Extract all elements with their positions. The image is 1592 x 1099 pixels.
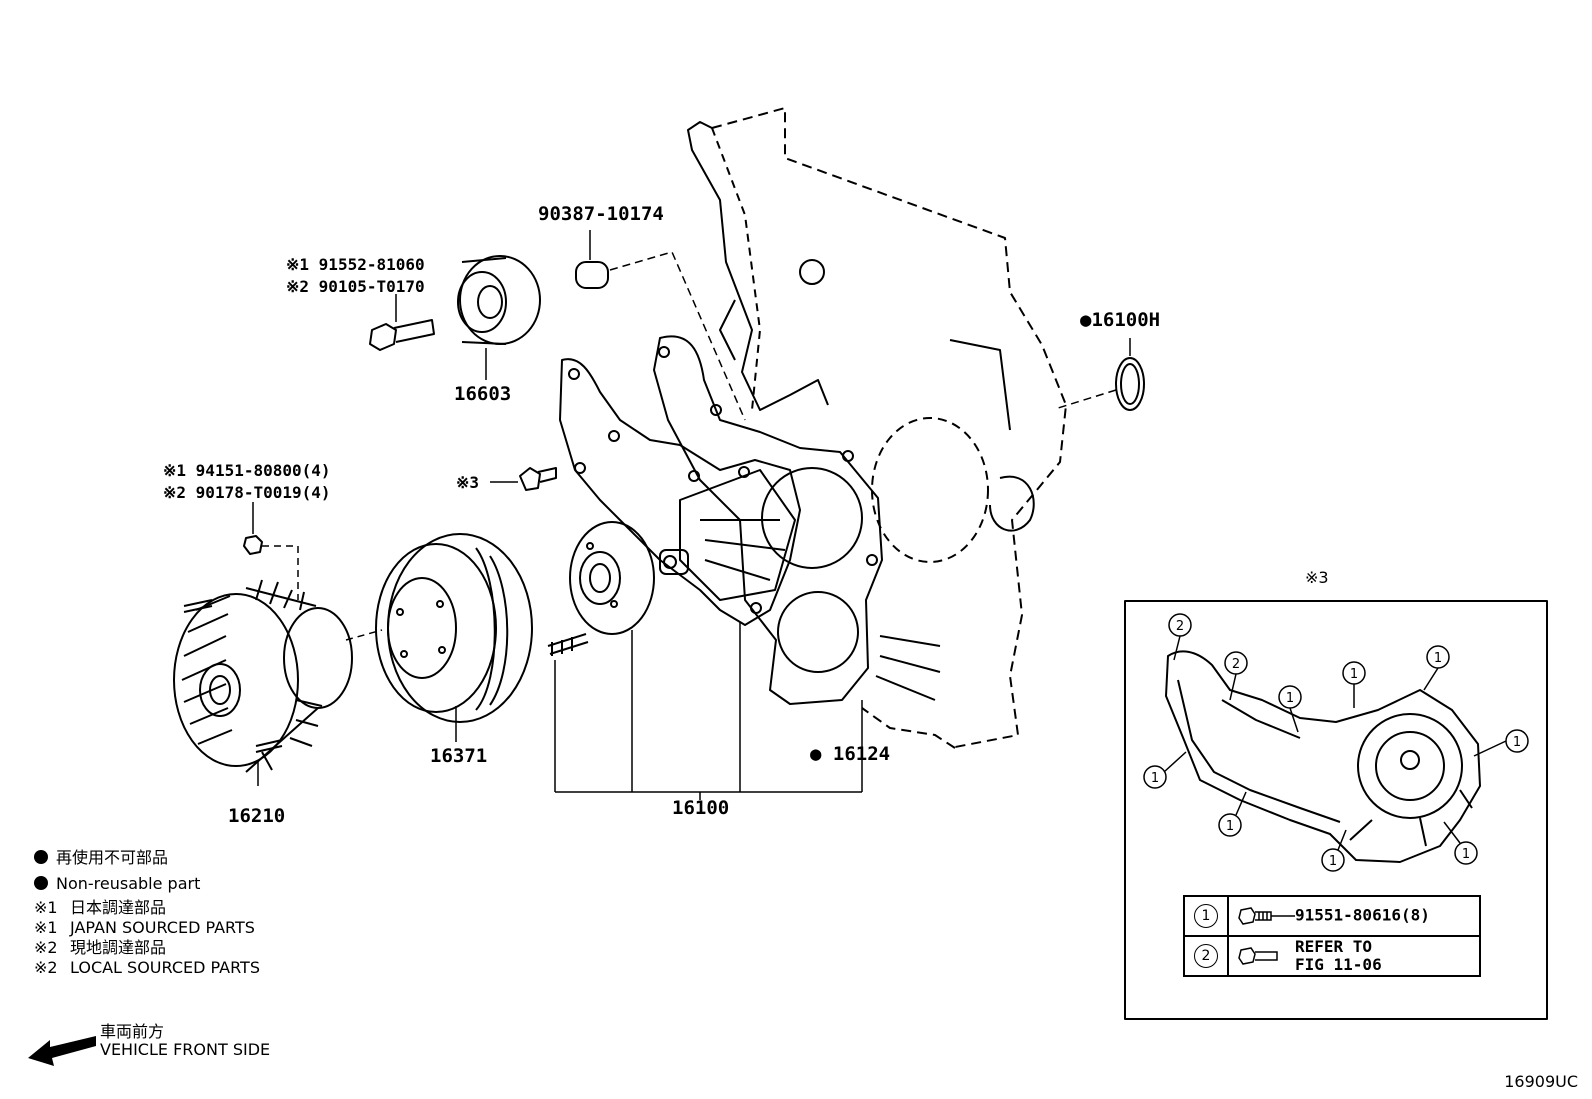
inset-markers xyxy=(1143,613,1529,872)
fan-fluid-coupling xyxy=(173,579,353,773)
front-label-en: VEHICLE FRONT SIDE xyxy=(100,1040,271,1059)
label-90178-T0019: ※2 90178-T0019(4) xyxy=(163,483,331,502)
spacer-90387 xyxy=(575,261,609,289)
bolt-icon xyxy=(1238,907,1295,925)
row-number-badge: 1 xyxy=(1194,904,1218,928)
label-ref3: ※3 xyxy=(456,473,479,492)
bolt-icon xyxy=(1238,947,1278,965)
callout-labels: 90387-10174 ※1 91552-81060 ※2 90105-T017… xyxy=(163,203,1160,827)
label-94151-80800: ※1 94151-80800(4) xyxy=(163,461,331,480)
refer-to-line: REFER TO xyxy=(1295,937,1373,956)
marker-2: 2 xyxy=(1232,657,1240,672)
inset-marker-numbers: 2 2 1 1 1 1 1 1 1 1 xyxy=(1151,619,1521,869)
marker-1: 1 xyxy=(1434,651,1442,666)
figure-code: 16909UC xyxy=(1504,1072,1578,1091)
part-number-91551-80616: 91551-80616(8) xyxy=(1295,905,1430,925)
label-16100H: ●16100H xyxy=(1080,309,1160,331)
label-91552-81060: ※1 91552-81060 xyxy=(286,255,425,274)
label-16100: 16100 xyxy=(672,797,729,819)
label-16603: 16603 xyxy=(454,383,511,405)
marker-1: 1 xyxy=(1226,819,1234,834)
vehicle-front-arrow xyxy=(28,1036,96,1066)
fan-pulley xyxy=(375,533,533,723)
marker-2: 2 xyxy=(1176,619,1184,634)
timing-cover xyxy=(687,107,1067,749)
water-pump xyxy=(559,358,801,626)
nut-94151 xyxy=(243,535,263,555)
idler-pulley xyxy=(457,255,541,345)
inset-pump-outline xyxy=(1165,650,1481,863)
legend-item: 再使用不可部品 xyxy=(34,848,168,867)
studs xyxy=(547,633,589,656)
pump-gasket xyxy=(653,335,883,705)
front-label-jp: 車両前方 xyxy=(100,1022,165,1041)
marker-1: 1 xyxy=(1462,847,1470,862)
label-16210: 16210 xyxy=(228,805,285,827)
inset-panel xyxy=(1124,600,1548,1020)
marker-1: 1 xyxy=(1329,854,1337,869)
non-reusable-dot-icon xyxy=(34,876,48,890)
legend-item: Non-reusable part xyxy=(34,874,200,893)
marker-1: 1 xyxy=(1513,735,1521,750)
table-row: 1 91551-80616(8) xyxy=(1183,895,1481,937)
marker-1: 1 xyxy=(1350,667,1358,682)
o-ring-16100H xyxy=(1115,357,1145,411)
pump-hub-flange xyxy=(569,521,655,635)
row-number-badge: 2 xyxy=(1194,944,1218,968)
marker-1: 1 xyxy=(1286,691,1294,706)
fig-ref-line: FIG 11-06 xyxy=(1295,955,1382,974)
label-16371: 16371 xyxy=(430,745,487,767)
bolt-91552 xyxy=(369,319,435,351)
marker-1: 1 xyxy=(1151,771,1159,786)
label-90387-10174: 90387-10174 xyxy=(538,203,664,225)
bolt-ref3 xyxy=(519,467,557,491)
label-90105-T0170: ※2 90105-T0170 xyxy=(286,277,425,296)
label-16124: ● 16124 xyxy=(810,743,890,765)
leader-lines xyxy=(252,230,1131,800)
non-reusable-dot-icon xyxy=(34,850,48,864)
inset-title: ※3 xyxy=(1305,568,1329,587)
